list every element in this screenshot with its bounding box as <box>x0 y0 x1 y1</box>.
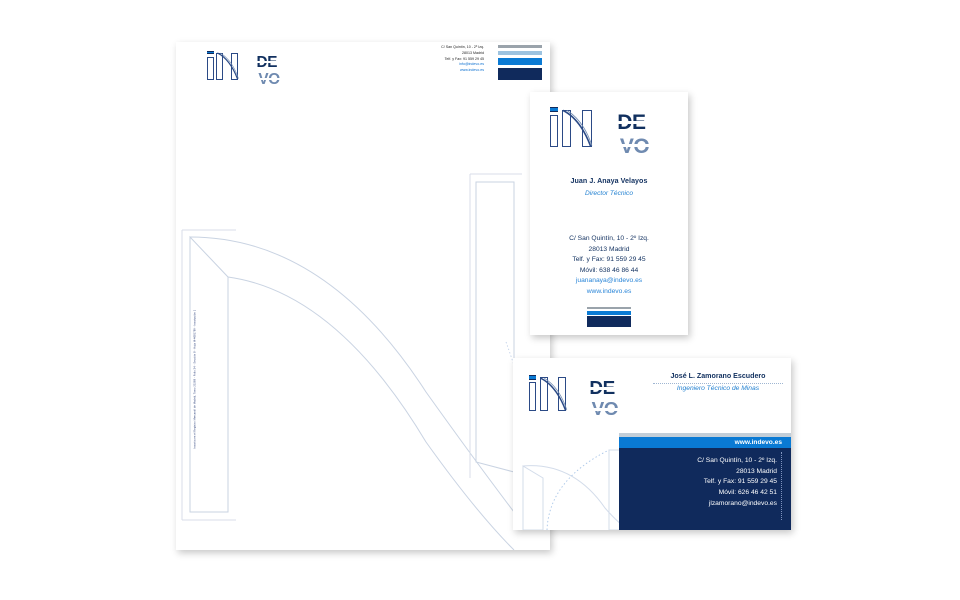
letterhead-sheet: DE VO C/ San Quintín, 10 - 2º Izq. 28013… <box>176 42 550 550</box>
card-horizontal-name: José L. Zamorano Escudero <box>670 372 766 380</box>
logo-vo-text: VO <box>591 398 619 420</box>
logo-i-dot <box>528 375 537 380</box>
logo-i-stem <box>207 56 214 81</box>
bar-blue <box>587 310 631 315</box>
card-vertical-email[interactable]: juananaya@indevo.es <box>575 277 643 285</box>
logo-n-diagonal <box>539 377 568 413</box>
logo-vo-text: VO <box>258 70 281 88</box>
letterhead-phone: Telf. y Fax: 91 559 29 45 <box>444 56 484 61</box>
letterhead-address-line2: 28013 Madrid <box>462 50 484 55</box>
logo-i-stem <box>549 115 559 148</box>
card-vertical-address-line1: C/ San Quintín, 10 - 2º Izq. <box>569 235 649 242</box>
letterhead-address-line1: C/ San Quintín, 10 - 2º Izq. <box>441 45 484 49</box>
logo-n-diagonal <box>216 52 239 81</box>
card-horizontal-address-line2: 28013 Madrid <box>736 467 777 475</box>
card-vertical-color-bars <box>587 306 631 327</box>
logo-n-left-stem <box>562 109 572 148</box>
logo-de-text: DE <box>589 377 615 399</box>
card-horizontal-email[interactable]: jlzamorano@indevo.es <box>708 499 777 507</box>
letterhead-email[interactable]: info@indevo.es <box>459 62 484 67</box>
logo-n-left-stem <box>216 52 223 81</box>
bar-navy <box>587 316 631 327</box>
bar-light-blue <box>498 51 542 55</box>
card-vertical-phone: Telf. y Fax: 91 559 29 45 <box>572 256 646 264</box>
logo-de-text: DE <box>617 111 646 135</box>
logo-n-left-stem <box>539 377 548 412</box>
logo-i-stem <box>528 382 537 412</box>
card-horizontal-contact-block: C/ San Quintín, 10 - 2º Izq. 28013 Madri… <box>697 456 777 510</box>
logo-i-dot <box>207 51 214 55</box>
card-horizontal-panel-rule <box>781 452 782 520</box>
card-horizontal-mobile: Móvil: 626 46 42 51 <box>718 489 777 497</box>
card-horizontal-contact-panel: C/ San Quintín, 10 - 2º Izq. 28013 Madri… <box>619 448 791 530</box>
card-vertical-role: Director Técnico <box>584 190 633 197</box>
card-vertical-mobile: Móvil: 638 46 86 44 <box>579 266 639 274</box>
card-vertical-name: Juan J. Anaya Velayos <box>570 177 648 185</box>
logo-card-vertical: DE VO <box>548 106 668 165</box>
letterhead-legal-text: Inscrita en el Registro Mercantil de Mad… <box>193 309 197 449</box>
bar-gray <box>498 45 542 48</box>
business-card-horizontal: DE VO José L. Zamorano Escudero Ingenier… <box>513 358 791 530</box>
card-horizontal-divider <box>653 382 783 384</box>
letterhead-color-bars <box>498 45 542 80</box>
card-horizontal-phone: Telf. y Fax: 91 559 29 45 <box>703 478 777 486</box>
letterhead-contact-block: C/ San Quintín, 10 - 2º Izq. 28013 Madri… <box>441 45 484 74</box>
logo-n-diagonal <box>561 109 593 149</box>
bar-gray <box>587 306 631 309</box>
logo-de-text: DE <box>256 53 278 71</box>
bar-blue <box>498 58 542 65</box>
letterhead-watermark-n <box>176 42 550 550</box>
card-horizontal-web-bar[interactable]: www.indevo.es <box>619 437 791 448</box>
card-horizontal-address-line1: C/ San Quintín, 10 - 2º Izq. <box>697 457 777 464</box>
logo-letterhead: DE VO <box>206 50 294 93</box>
logo-vo-text: VO <box>619 134 650 158</box>
business-card-vertical: DE VO Juan J. Anaya Velayos Director Téc… <box>530 92 688 335</box>
card-horizontal-bar-cap <box>619 433 791 437</box>
letterhead-web[interactable]: www.indevo.es <box>460 68 484 73</box>
card-vertical-web[interactable]: www.indevo.es <box>586 287 632 295</box>
logo-i-dot <box>549 107 559 113</box>
card-vertical-address-line2: 28013 Madrid <box>588 245 630 253</box>
logo-card-horizontal: DE VO <box>527 374 635 427</box>
bar-navy <box>498 68 542 80</box>
card-horizontal-role: Ingeniero Técnico de Minas <box>676 385 760 392</box>
card-vertical-contact-block: C/ San Quintín, 10 - 2º Izq. 28013 Madri… <box>530 234 688 297</box>
